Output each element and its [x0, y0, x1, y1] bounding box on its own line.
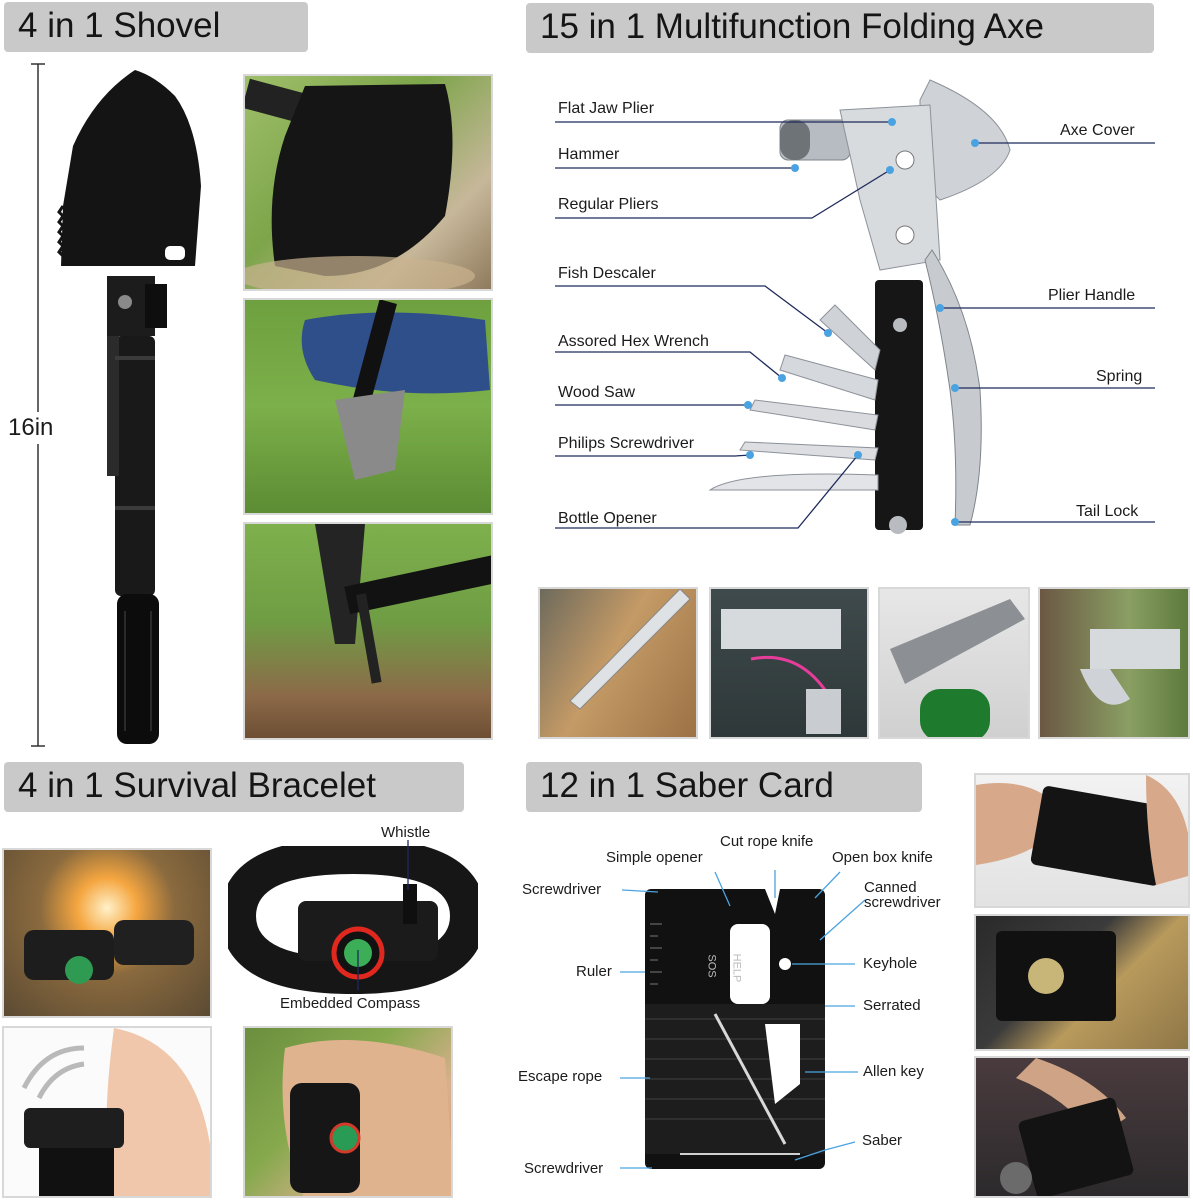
label-serrated: Serrated — [863, 997, 921, 1014]
height-dimension-line — [31, 63, 45, 747]
label-plier-handle: Plier Handle — [1048, 287, 1136, 304]
axe-photo-bottle-opener — [878, 587, 1030, 739]
card-photo-hands — [974, 773, 1190, 908]
label-cut-rope-knife: Cut rope knife — [720, 833, 814, 850]
label-whistle: Whistle — [381, 824, 431, 841]
bracelet-leader-lines — [357, 840, 409, 990]
card-leader-lines — [620, 870, 866, 1169]
label-tail-lock: Tail Lock — [1076, 503, 1139, 520]
axe-photo-saw — [538, 587, 698, 739]
label-saber: Saber — [862, 1132, 903, 1149]
shovel-foot-press — [301, 300, 490, 480]
label-simple-opener: Simple opener — [606, 849, 703, 866]
saber-card-image — [645, 889, 825, 1169]
shovel-image — [57, 70, 201, 744]
shovel-height-label: 16in — [8, 412, 54, 444]
label-allen-key: Allen key — [863, 1063, 924, 1080]
label-wood-saw: Wood Saw — [558, 384, 636, 401]
label-screwdriver-top: Screwdriver — [522, 881, 602, 898]
label-philips-screwdriver: Philips Screwdriver — [558, 435, 695, 452]
label-spring: Spring — [1096, 368, 1143, 385]
label-hammer: Hammer — [558, 146, 620, 163]
label-embedded-compass: Embedded Compass — [280, 995, 421, 1012]
label-fish-descaler: Fish Descaler — [558, 265, 656, 282]
label-flat-jaw-plier: Flat Jaw Plier — [558, 100, 655, 117]
label-ruler: Ruler — [576, 963, 612, 980]
shovel-pick-mode — [315, 524, 491, 684]
bracelet-section-title: 4 in 1 Survival Bracelet — [4, 762, 464, 812]
label-canned-screwdriver: Canned screwdriver — [864, 879, 941, 911]
pliers-with-wire — [721, 609, 841, 734]
axe-on-tree — [1080, 629, 1180, 705]
fire-starter — [24, 920, 194, 984]
axe-leader-lines — [555, 118, 1155, 529]
bracelet-photo-fire — [2, 848, 212, 1018]
bracelet-on-wrist — [282, 1040, 451, 1196]
label-keyhole: Keyhole — [863, 955, 918, 972]
label-open-box-knife: Open box knife — [832, 849, 933, 866]
card-in-hands — [976, 775, 1188, 886]
multitool-axe-image — [708, 79, 1011, 534]
label-escape-rope: Escape rope — [518, 1068, 603, 1085]
shovel-blade-in-use — [245, 78, 475, 289]
bracelet-photo-whistle — [2, 1026, 212, 1198]
shovel-photo-digging — [243, 74, 493, 291]
axe-photo-pliers — [709, 587, 869, 739]
shovel-section-title: 4 in 1 Shovel — [4, 2, 308, 52]
label-hex-wrench: Assored Hex Wrench — [558, 333, 709, 350]
card-on-bike-part — [1000, 1058, 1134, 1196]
shovel-photo-stepping — [243, 298, 493, 515]
bracelet-photo-wrist — [243, 1026, 453, 1198]
label-bottle-opener: Bottle Opener — [558, 510, 657, 527]
card-opening-box — [996, 931, 1116, 1021]
shovel-photo-pickaxe — [243, 522, 493, 740]
label-axe-cover: Axe Cover — [1060, 122, 1135, 139]
bracelet-image — [228, 846, 478, 995]
label-screwdriver-bottom: Screwdriver — [524, 1160, 604, 1177]
axe-photo-tree — [1038, 587, 1190, 739]
card-section-title: 12 in 1 Saber Card — [526, 762, 922, 812]
axe-section-title: 15 in 1 Multifunction Folding Axe — [526, 3, 1154, 53]
label-regular-pliers: Regular Pliers — [558, 196, 659, 213]
blowing-whistle — [21, 1028, 210, 1196]
saw-blade — [569, 589, 691, 710]
card-photo-box — [974, 914, 1190, 1051]
card-photo-bike — [974, 1056, 1190, 1198]
bottle-opener-use — [890, 599, 1025, 737]
